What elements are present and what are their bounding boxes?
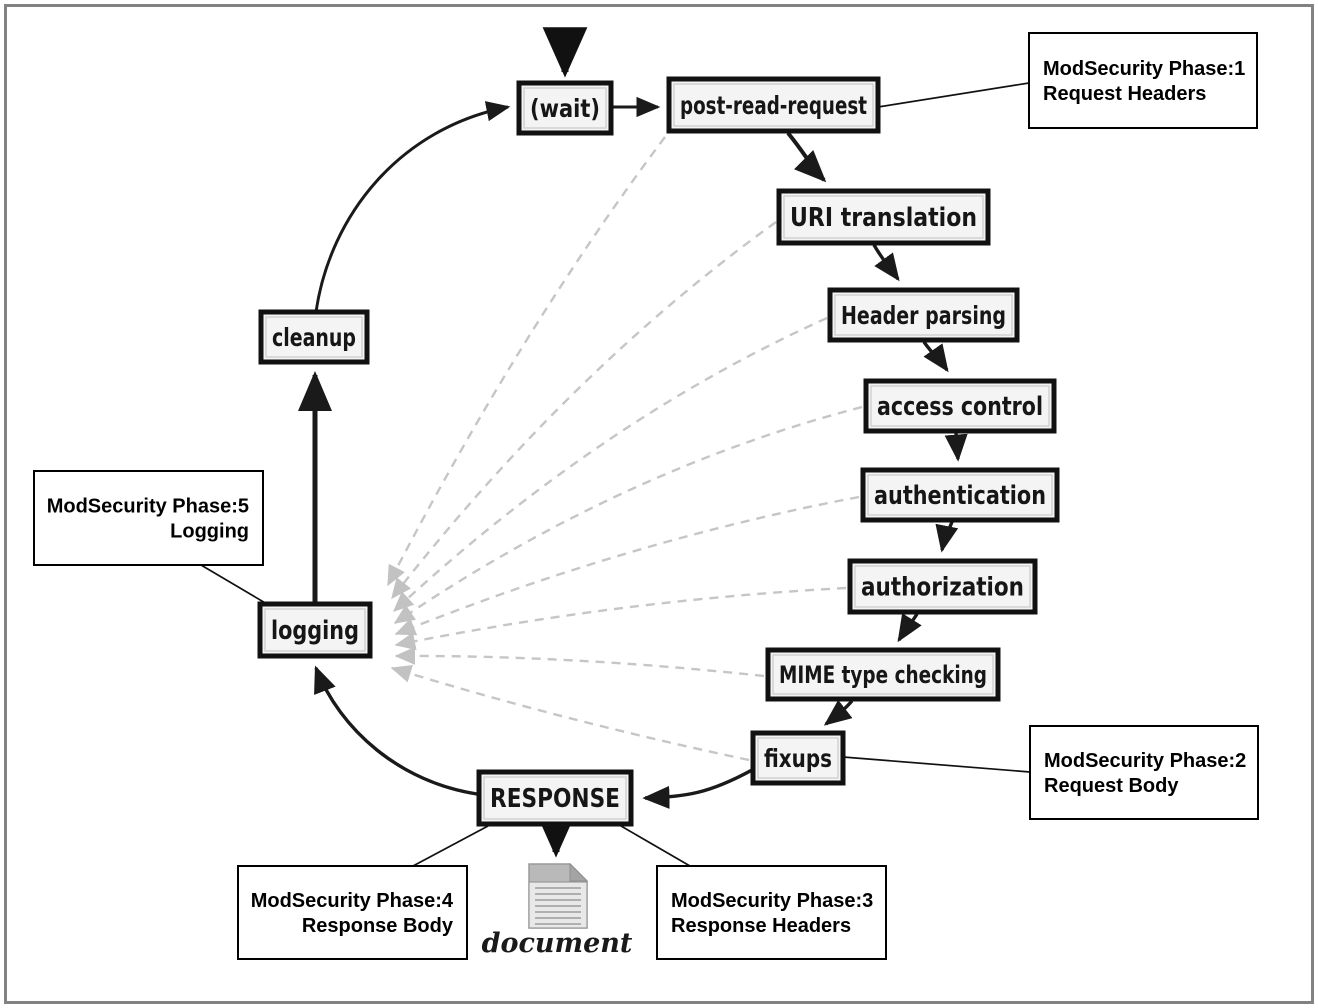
flow-node-inner-line [834, 294, 1013, 336]
dashed-edge-uri-translation-to-logging [391, 221, 777, 600]
flow-node-border [750, 730, 846, 786]
flow-node-border [847, 558, 1038, 615]
callout-border [1029, 725, 1259, 820]
callout-line: ModSecurity Phase:3 [671, 890, 873, 912]
flow-node-border [860, 467, 1060, 523]
solid-edge-group [297, 27, 968, 858]
leader-phase-5 [200, 564, 268, 605]
callout-border [33, 470, 264, 566]
flow-node-label: RESPONSE [490, 784, 620, 814]
flow-node-post-read-request[interactable]: post-read-request [666, 76, 881, 134]
callout-line: ModSecurity Phase:5 [47, 496, 249, 518]
flow-node-border [516, 80, 614, 136]
leader-phase-4 [412, 825, 489, 867]
flow-node-border [666, 76, 881, 134]
flow-node-border [776, 188, 991, 246]
callout-border [656, 865, 887, 960]
flow-node-header-parsing[interactable]: Header parsing [827, 287, 1020, 343]
dashed-edge-fixups-to-logging [390, 664, 750, 762]
solid-edge-mime-to-fixups [823, 699, 854, 726]
callout-border [237, 865, 468, 960]
flow-node-border [863, 378, 1057, 434]
flow-node-inner-line [483, 776, 627, 820]
flow-node-label: logging [271, 616, 359, 646]
flow-node-inner-line [854, 565, 1031, 608]
flow-node-wait[interactable]: (wait) [516, 80, 614, 136]
flow-node-uri-translation[interactable]: URI translation [776, 188, 991, 246]
flow-node-label: post-read-request [680, 91, 867, 120]
flow-node-inner-line [264, 608, 366, 652]
flow-node-inner-line [265, 316, 363, 358]
flow-node-label: authentication [874, 481, 1046, 511]
callout-line: ModSecurity Phase:4 [251, 890, 454, 912]
flow-node-inner-line [523, 87, 607, 129]
flow-node-inner-line [783, 195, 984, 239]
flow-node-authentication[interactable]: authentication [860, 467, 1060, 523]
solid-edge-uri-to-header [872, 244, 900, 282]
solid-edge-authz-to-mime [897, 613, 922, 643]
flow-node-border [258, 309, 370, 365]
flow-node-fixups[interactable]: fixups [750, 730, 846, 786]
callout-line: ModSecurity Phase:2 [1044, 750, 1246, 772]
flow-node-label: MIME type checking [779, 661, 987, 689]
document-icon [528, 862, 589, 929]
flow-node-border [765, 647, 1001, 702]
dashed-edge-authentication-to-logging [394, 495, 860, 636]
flow-node-inner-line [757, 737, 839, 779]
callout-border [1028, 32, 1258, 129]
flow-node-border [257, 601, 373, 659]
flow-node-logging[interactable]: logging [257, 601, 373, 659]
flow-node-label: cleanup [272, 323, 356, 352]
flow-node-response[interactable]: RESPONSE [476, 769, 634, 827]
flow-node-inner-line [772, 654, 994, 695]
dashed-edge-post-read-request-to-logging [386, 136, 666, 587]
flow-node-inner-line [867, 474, 1053, 516]
flow-node-inner-line [870, 385, 1050, 427]
document-caption: document [482, 928, 633, 959]
callout-line: ModSecurity Phase:1 [1043, 58, 1245, 80]
solid-edge-access-to-auth [944, 432, 968, 462]
solid-edge-cleanup-to-wait [314, 101, 511, 313]
dashed-edge-mime-type-checking-to-logging [394, 646, 765, 678]
callout-leader-group [200, 82, 1031, 867]
flow-node-access-control[interactable]: access control [863, 378, 1057, 434]
leader-phase-1 [877, 82, 1030, 108]
callout-line: Response Body [302, 915, 454, 937]
dashed-edge-access-control-to-logging [393, 405, 863, 624]
flow-node-mime-type-checking[interactable]: MIME type checking [765, 647, 1001, 702]
flow-node-label: authorization [861, 573, 1024, 603]
flow-node-label: access control [877, 392, 1043, 422]
flow-node-label: URI translation [790, 203, 977, 233]
dashed-edge-authorization-to-logging [394, 586, 847, 651]
callout-line: Response Headers [671, 915, 851, 937]
dashed-edge-header-parsing-to-logging [392, 316, 828, 612]
solid-edge-response-to-logging [314, 665, 478, 796]
callout-line: Logging [170, 521, 249, 543]
dashed-edge-group [386, 136, 863, 762]
callout-line: Request Body [1044, 775, 1179, 797]
solid-edge-post-read-to-uri [786, 131, 827, 183]
flow-node-border [476, 769, 634, 827]
flow-node-label: (wait) [530, 94, 600, 123]
flow-node-authorization[interactable]: authorization [847, 558, 1038, 615]
solid-edge-header-to-access [922, 341, 949, 373]
flow-node-label: Header parsing [841, 301, 1006, 330]
leader-phase-2 [842, 756, 1031, 773]
flow-node-inner-line [673, 83, 874, 127]
leader-phase-3 [620, 825, 691, 867]
flow-node-label: fixups [764, 744, 832, 773]
callout-line: Request Headers [1043, 83, 1206, 105]
flow-node-cleanup[interactable]: cleanup [258, 309, 370, 365]
flow-node-border [827, 287, 1020, 343]
solid-edge-fixups-to-response [642, 768, 753, 809]
solid-edge-auth-to-authz [935, 521, 959, 553]
